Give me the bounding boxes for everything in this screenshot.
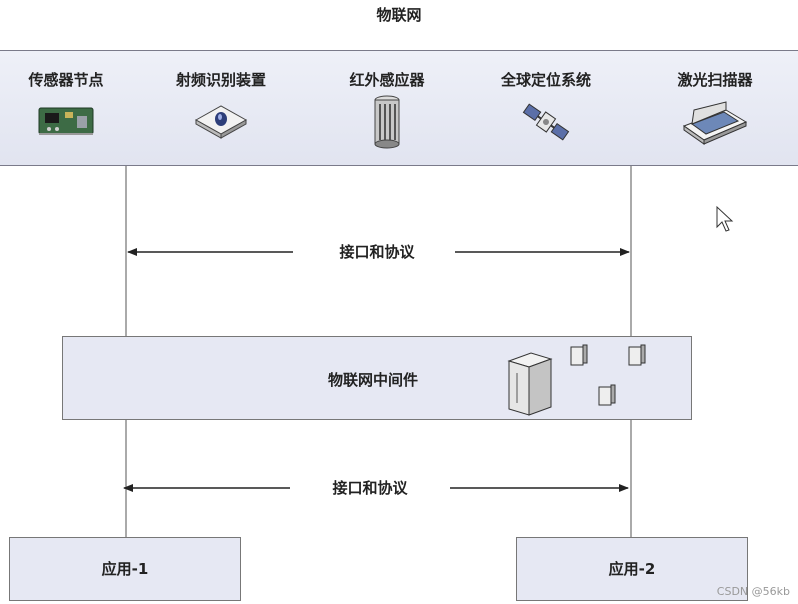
device-label: 红外感应器 — [349, 71, 425, 89]
infrared-sensor-icon — [374, 95, 400, 149]
device-label: 射频识别装置 — [175, 71, 266, 89]
app-1-label: 应用-1 — [101, 560, 149, 578]
middleware-label: 物联网中间件 — [327, 371, 418, 389]
middleware-box: 物联网中间件 — [62, 336, 692, 420]
device-sensor-node: 传感器节点 — [0, 69, 141, 140]
device-gps: 全球定位系统 — [471, 69, 621, 144]
sensor-board-icon — [38, 107, 94, 135]
diagram-title: 物联网 — [376, 6, 422, 24]
gps-satellite-icon — [522, 103, 570, 141]
watermark: CSDN @56kb — [716, 585, 790, 598]
device-laser-scanner: 激光扫描器 — [640, 69, 790, 145]
laser-scanner-icon — [682, 101, 748, 145]
app-1-box: 应用-1 — [9, 537, 241, 601]
device-infrared: 红外感应器 — [312, 69, 462, 150]
top-interface-label: 接口和协议 — [339, 243, 415, 261]
device-label: 激光扫描器 — [677, 71, 753, 89]
bottom-interface-label: 接口和协议 — [332, 479, 408, 497]
server-cluster-icon — [507, 344, 646, 416]
device-layer: 传感器节点 射频识别装置 红外感应器 — [0, 50, 798, 166]
device-rfid: 射频识别装置 — [146, 69, 296, 140]
app-2-label: 应用-2 — [608, 560, 656, 578]
mouse-cursor-icon — [716, 205, 734, 232]
rfid-reader-icon — [194, 105, 248, 139]
device-label: 传感器节点 — [28, 71, 104, 89]
device-label: 全球定位系统 — [500, 71, 591, 89]
app-2-box: 应用-2 — [516, 537, 748, 601]
